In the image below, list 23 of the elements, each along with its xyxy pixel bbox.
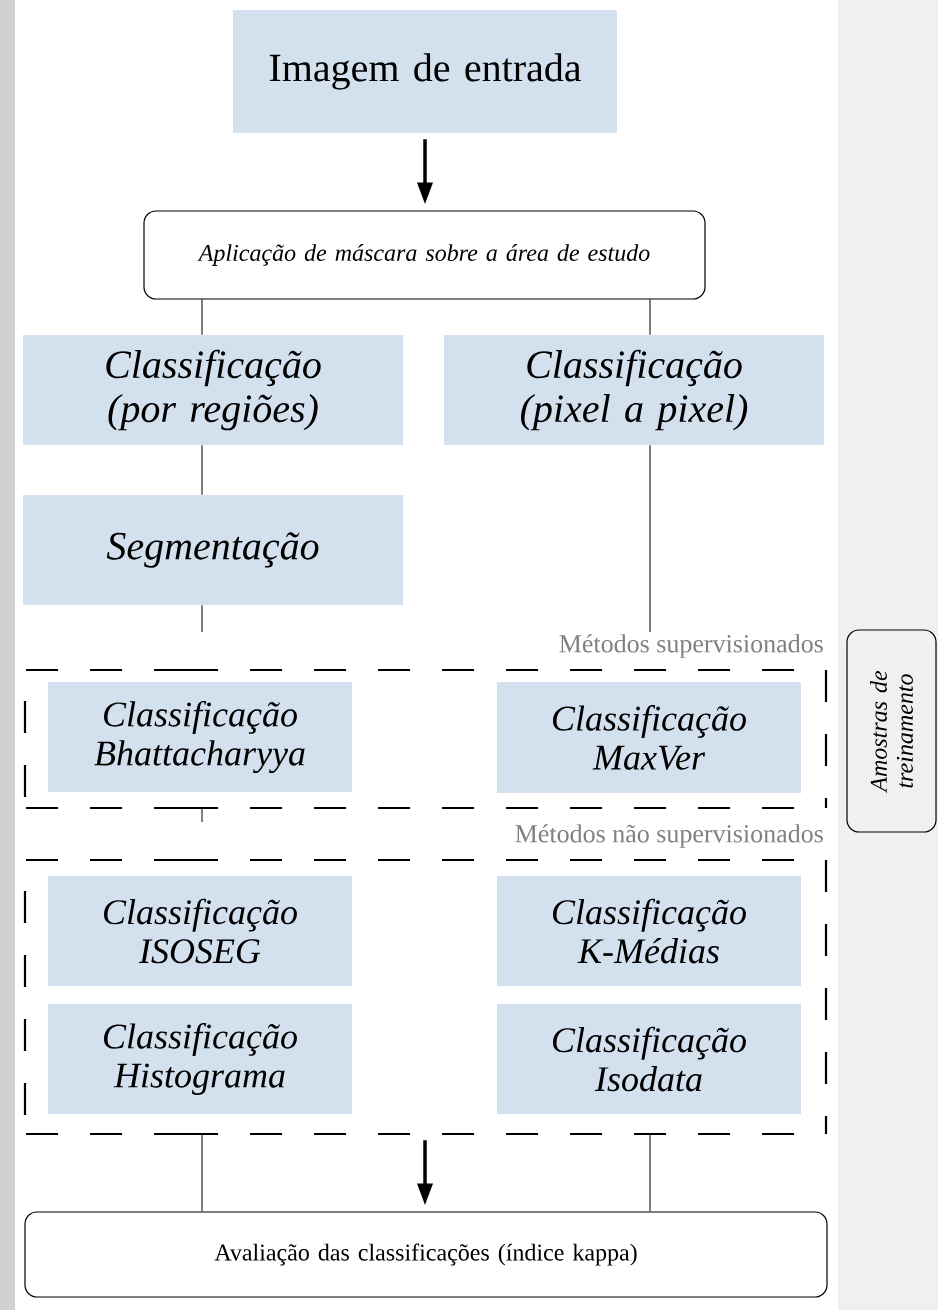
group-heading: Métodos supervisionados	[559, 634, 823, 658]
connector-line	[201, 299, 203, 336]
rounded-box: Amostras de treinamento	[846, 629, 937, 833]
process-box: Classificação Bhattacharyya	[48, 682, 352, 792]
connector-line	[201, 1133, 203, 1212]
connector-line	[649, 299, 651, 336]
connector-line	[649, 444, 651, 633]
process-box: Classificação K-Médias	[497, 876, 801, 986]
process-box: Classificação ISOSEG	[48, 876, 352, 986]
process-box: Classificação Histograma	[48, 1004, 352, 1114]
rounded-box: Avaliação das classificações (índice kappa)	[24, 1211, 828, 1298]
connector-line	[201, 444, 203, 496]
rounded-box: Aplicação de máscara sobre a área de estudo	[143, 210, 706, 300]
connector-line	[201, 604, 203, 633]
process-box: Classificação (por regiões)	[23, 335, 403, 445]
group-heading: Métodos não supervisionados	[515, 824, 823, 848]
process-box: Classificação (pixel a pixel)	[444, 335, 824, 445]
connector-line	[649, 1133, 651, 1212]
process-box: Classificação MaxVer	[497, 682, 801, 793]
connector-line	[201, 807, 203, 823]
process-box: Imagem de entrada	[233, 10, 617, 133]
process-box: Segmentação	[23, 495, 403, 605]
process-box: Classificação Isodata	[497, 1004, 801, 1114]
